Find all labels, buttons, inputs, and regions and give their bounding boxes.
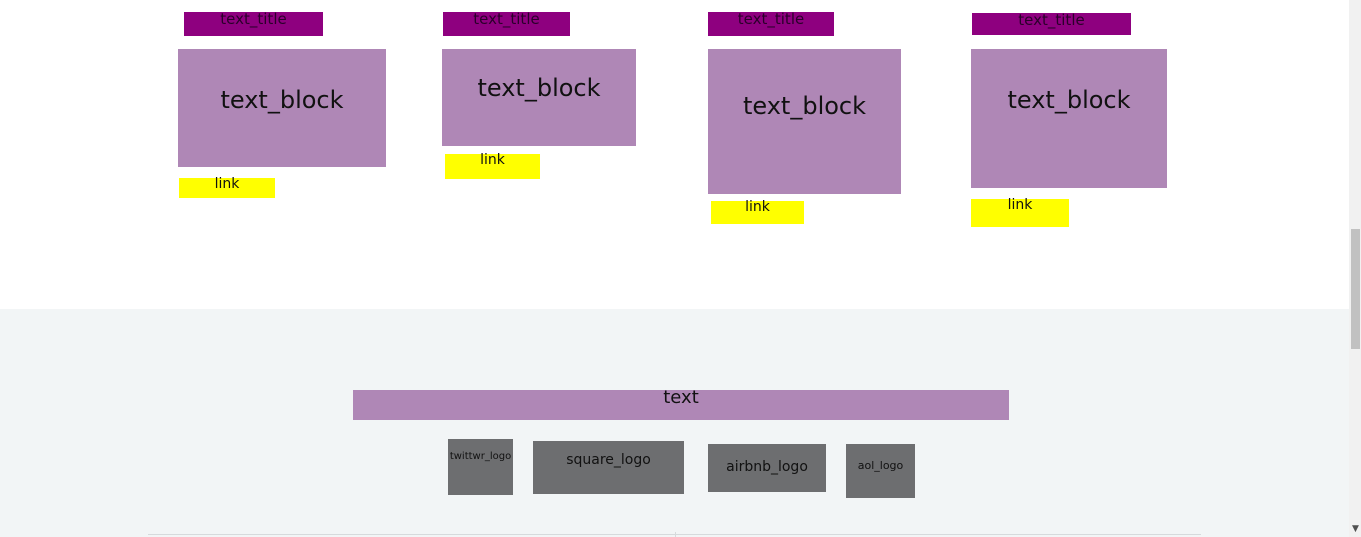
square-logo: square_logo [533, 441, 684, 494]
card-title: text_title [184, 12, 323, 36]
footer-section [0, 309, 1349, 537]
scrollbar-thumb[interactable] [1351, 229, 1360, 349]
card-link[interactable]: link [179, 177, 275, 198]
card-title: text_title [708, 12, 834, 36]
card-title: text_title [972, 13, 1131, 35]
card-text-block: text_block [708, 49, 901, 194]
footer-divider [148, 534, 1201, 535]
card-link[interactable]: link [711, 200, 804, 224]
aol-logo: aol_logo [846, 444, 915, 498]
card-link[interactable]: link [971, 198, 1069, 227]
airbnb-logo: airbnb_logo [708, 444, 826, 492]
card-text-block: text_block [971, 49, 1167, 188]
footer-text: text [353, 389, 1009, 420]
scroll-down-arrow-icon[interactable]: ▼ [1352, 524, 1359, 534]
twitter-logo: twittwr_logo [448, 439, 513, 495]
card-link[interactable]: link [445, 153, 540, 179]
card-title: text_title [443, 12, 570, 36]
card-text-block: text_block [178, 49, 386, 167]
card-text-block: text_block [442, 49, 636, 146]
footer-divider-tick [675, 532, 676, 537]
